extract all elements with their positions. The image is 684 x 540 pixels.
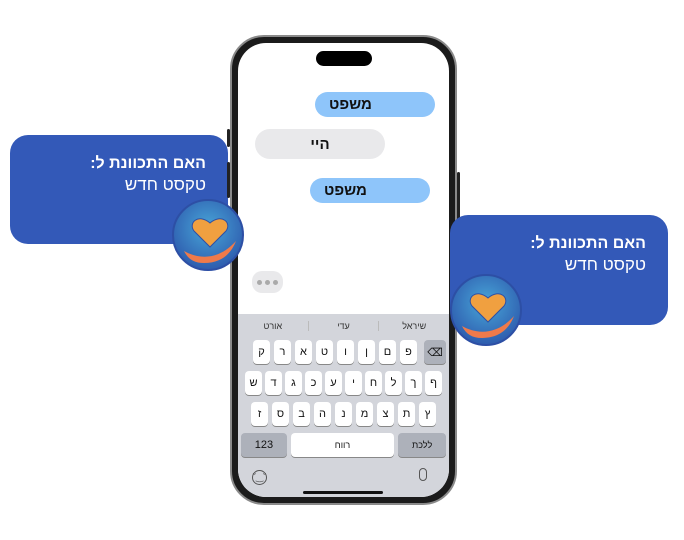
- letter-key[interactable]: ז: [251, 402, 268, 426]
- letter-key[interactable]: ן: [358, 340, 375, 364]
- suggestion-callout-right: האם התכוונת ל: טקסט חדש: [450, 215, 668, 325]
- callout-title: האם התכוונת ל:: [530, 235, 646, 252]
- letter-key[interactable]: ס: [272, 402, 289, 426]
- callout-title: האם התכוונת ל:: [90, 155, 206, 172]
- letter-key[interactable]: פ: [400, 340, 417, 364]
- received-message: היי: [255, 129, 385, 159]
- microphone-icon[interactable]: [419, 468, 427, 481]
- suggestion-callout-left: האם התכוונת ל: טקסט חדש: [10, 135, 228, 244]
- backspace-key[interactable]: ⌫: [424, 340, 446, 364]
- letter-key[interactable]: א: [295, 340, 312, 364]
- suggestion-bar: אורט עדי שיראל: [238, 314, 449, 338]
- suggestion[interactable]: שיראל: [402, 321, 427, 331]
- letter-key[interactable]: ה: [314, 402, 331, 426]
- letter-key[interactable]: ש: [245, 371, 262, 395]
- go-key[interactable]: ללכת: [398, 433, 446, 457]
- callout-subtitle: טקסט חדש: [124, 175, 206, 194]
- letter-key[interactable]: מ: [356, 402, 373, 426]
- sent-message: משפט: [310, 178, 430, 203]
- emoji-icon[interactable]: ˘‿˘: [252, 470, 267, 485]
- letter-key[interactable]: ץ: [419, 402, 436, 426]
- heart-hand-logo: [172, 199, 244, 271]
- typing-indicator: [252, 271, 283, 293]
- letter-key[interactable]: ט: [316, 340, 333, 364]
- letter-key[interactable]: ג: [285, 371, 302, 395]
- sent-message: משפט: [315, 92, 435, 117]
- letter-key[interactable]: י: [345, 371, 362, 395]
- letter-key[interactable]: ו: [337, 340, 354, 364]
- letter-key[interactable]: ב: [293, 402, 310, 426]
- letter-key[interactable]: ת: [398, 402, 415, 426]
- letter-key[interactable]: נ: [335, 402, 352, 426]
- dynamic-island: [316, 51, 372, 66]
- space-key[interactable]: רווח: [290, 433, 395, 457]
- callout-subtitle: טקסט חדש: [564, 255, 646, 274]
- letter-key[interactable]: ק: [253, 340, 270, 364]
- letter-key[interactable]: צ: [377, 402, 394, 426]
- suggestion[interactable]: אורט: [238, 321, 309, 331]
- letter-key[interactable]: ם: [379, 340, 396, 364]
- letter-key[interactable]: ד: [265, 371, 282, 395]
- letter-key[interactable]: כ: [305, 371, 322, 395]
- letter-key[interactable]: ף: [425, 371, 442, 395]
- numbers-key[interactable]: 123: [241, 433, 287, 457]
- heart-hand-logo: [450, 274, 522, 346]
- letter-key[interactable]: ע: [325, 371, 342, 395]
- home-indicator: [303, 491, 383, 494]
- letter-key[interactable]: ל: [385, 371, 402, 395]
- letter-key[interactable]: ח: [365, 371, 382, 395]
- letter-key[interactable]: ך: [405, 371, 422, 395]
- suggestion[interactable]: עדי: [309, 321, 380, 331]
- letter-key[interactable]: ר: [274, 340, 291, 364]
